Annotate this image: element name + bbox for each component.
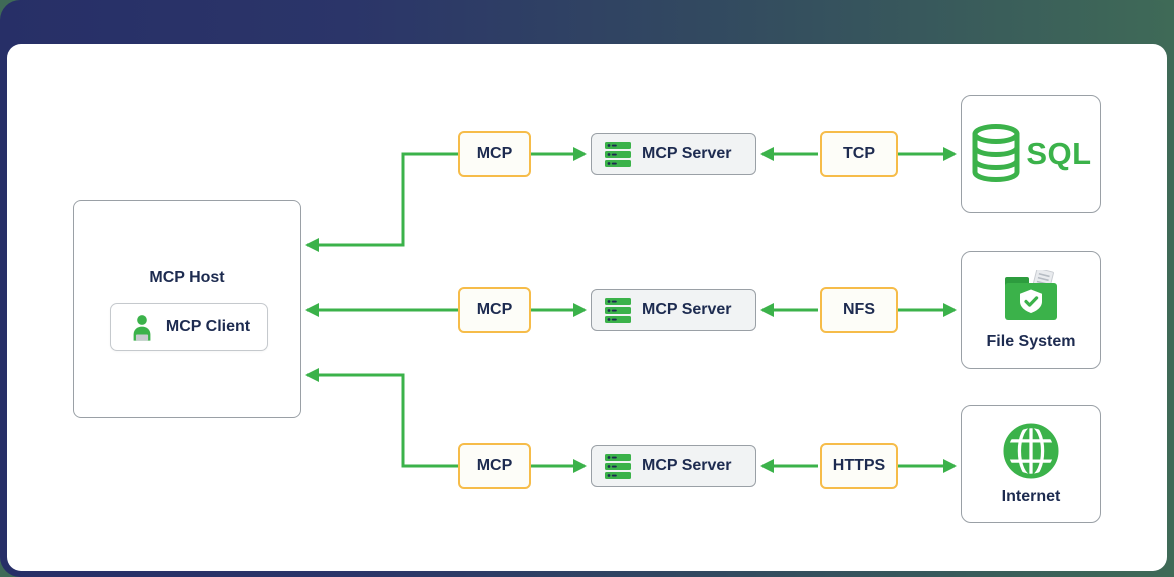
server-icon xyxy=(605,141,631,167)
sql-database-box: SQL xyxy=(961,95,1101,213)
mcp-protocol-label: MCP xyxy=(476,301,513,318)
internet-label: Internet xyxy=(1001,487,1061,505)
mcp-protocol-box-2: MCP xyxy=(458,287,531,333)
mcp-protocol-box-3: MCP xyxy=(458,443,531,489)
user-icon xyxy=(133,314,151,341)
folder-shield-icon xyxy=(1005,269,1057,320)
mcp-server-box-2: MCP Server xyxy=(591,289,756,331)
transport-box-nfs: NFS xyxy=(820,287,898,333)
file-system-box: File System xyxy=(961,251,1101,369)
mcp-protocol-label: MCP xyxy=(476,145,513,162)
globe-icon xyxy=(1003,422,1059,479)
transport-box-tcp: TCP xyxy=(820,131,898,177)
server-icon xyxy=(605,453,631,479)
mcp-server-box-3: MCP Server xyxy=(591,445,756,487)
sql-label: SQL xyxy=(1026,136,1092,171)
transport-label: NFS xyxy=(843,301,875,318)
mcp-server-label: MCP Server xyxy=(642,145,732,162)
mcp-host-box: MCP Host MCP Client xyxy=(73,200,301,418)
mcp-client-box: MCP Client xyxy=(110,303,268,351)
server-icon xyxy=(605,297,631,323)
mcp-host-title: MCP Host xyxy=(149,269,225,286)
internet-box: Internet xyxy=(961,405,1101,523)
mcp-server-box-1: MCP Server xyxy=(591,133,756,175)
mcp-client-label: MCP Client xyxy=(165,318,251,335)
database-icon xyxy=(972,124,1020,183)
file-system-label: File System xyxy=(986,332,1076,350)
mcp-protocol-label: MCP xyxy=(476,457,513,474)
transport-label: HTTPS xyxy=(832,457,886,474)
diagram-canvas: MCP Host MCP Client MCP MC xyxy=(7,44,1167,571)
mcp-server-label: MCP Server xyxy=(642,457,732,474)
mcp-server-label: MCP Server xyxy=(642,301,732,318)
mcp-protocol-box-1: MCP xyxy=(458,131,531,177)
transport-label: TCP xyxy=(843,145,875,162)
transport-box-https: HTTPS xyxy=(820,443,898,489)
